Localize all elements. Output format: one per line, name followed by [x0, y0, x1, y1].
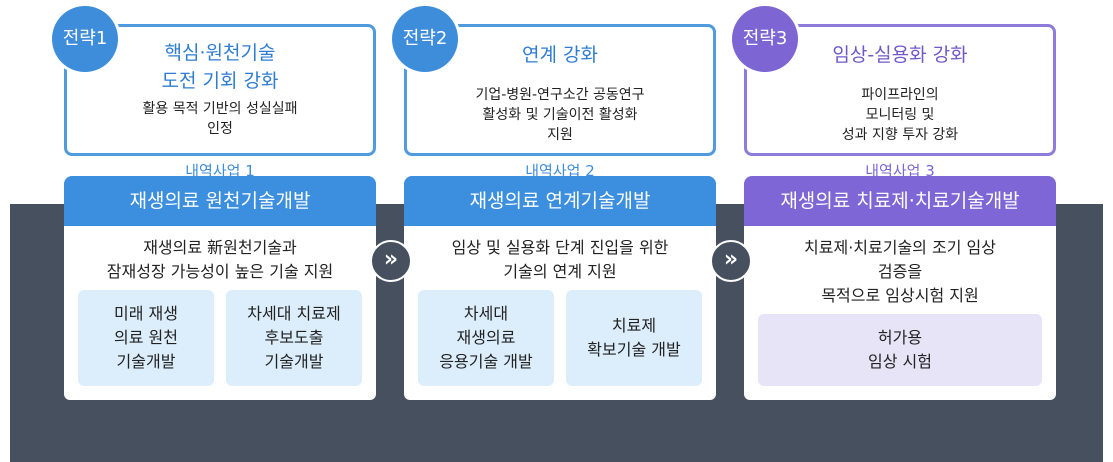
- project-card: 임상 및 실용화 단계 진입을 위한 기술의 연계 지원 차세대 재생의료 응용…: [404, 226, 716, 400]
- strategy-column-2: 연계 강화 기업-병원-연구소간 공동연구 활성화 및 기술이전 활성화 지원 …: [392, 0, 726, 462]
- chevron-right-icon: »: [710, 240, 752, 282]
- strategy-title: 핵심·원천기술 도전 기회 강화: [161, 42, 279, 92]
- project-items: 차세대 재생의료 응용기술 개발 치료제 확보기술 개발: [418, 290, 702, 386]
- chevron-right-icon: »: [370, 240, 412, 282]
- project-item: 차세대 치료제 후보도출 기술개발: [226, 290, 362, 386]
- strategy-title: 임상-실용화 강화: [832, 44, 968, 66]
- project-title: 재생의료 원천기술개발: [64, 176, 376, 226]
- strategy-description: 기업-병원-연구소간 공동연구 활성화 및 기술이전 활성화 지원: [475, 87, 645, 143]
- project-card: 재생의료 新원천기술과 잠재성장 가능성이 높은 기술 지원 미래 재생 의료 …: [64, 226, 376, 400]
- project-items: 미래 재생 의료 원천 기술개발 차세대 치료제 후보도출 기술개발: [78, 290, 362, 386]
- sub-project-label: 내역사업 1: [185, 162, 255, 180]
- strategy-badge: 전략2: [392, 6, 458, 72]
- project-title: 재생의료 연계기술개발: [404, 176, 716, 226]
- strategy-description: 파이프라인의 모니터링 및 성과 지향 투자 강화: [841, 87, 959, 143]
- project-description: 임상 및 실용화 단계 진입을 위한 기술의 연계 지원: [451, 238, 669, 281]
- strategy-column-3: 임상-실용화 강화 파이프라인의 모니터링 및 성과 지향 투자 강화 전략3 …: [732, 0, 1066, 462]
- strategy-title: 연계 강화: [522, 44, 598, 66]
- project-title: 재생의료 치료제·치료기술개발: [744, 176, 1056, 226]
- project-description: 치료제·치료기술의 조기 임상 검증을 목적으로 임상시험 지원: [804, 238, 996, 305]
- project-items: 허가용 임상 시험: [758, 314, 1042, 386]
- strategy-badge: 전략3: [732, 6, 798, 72]
- project-card: 치료제·치료기술의 조기 임상 검증을 목적으로 임상시험 지원 허가용 임상 …: [744, 226, 1056, 400]
- project-description: 재생의료 新원천기술과 잠재성장 가능성이 높은 기술 지원: [106, 238, 334, 281]
- sub-project-label: 내역사업 2: [525, 162, 595, 180]
- project-item: 허가용 임상 시험: [758, 314, 1042, 386]
- sub-project-label: 내역사업 3: [865, 162, 935, 180]
- strategy-description: 활용 목적 기반의 성실실패 인정: [142, 101, 298, 137]
- strategy-column-1: 핵심·원천기술 도전 기회 강화 활용 목적 기반의 성실실패 인정 전략1 내…: [52, 0, 386, 462]
- project-item: 미래 재생 의료 원천 기술개발: [78, 290, 214, 386]
- project-item: 차세대 재생의료 응용기술 개발: [418, 290, 554, 386]
- strategy-badge: 전략1: [52, 6, 118, 72]
- project-item: 치료제 확보기술 개발: [566, 290, 702, 386]
